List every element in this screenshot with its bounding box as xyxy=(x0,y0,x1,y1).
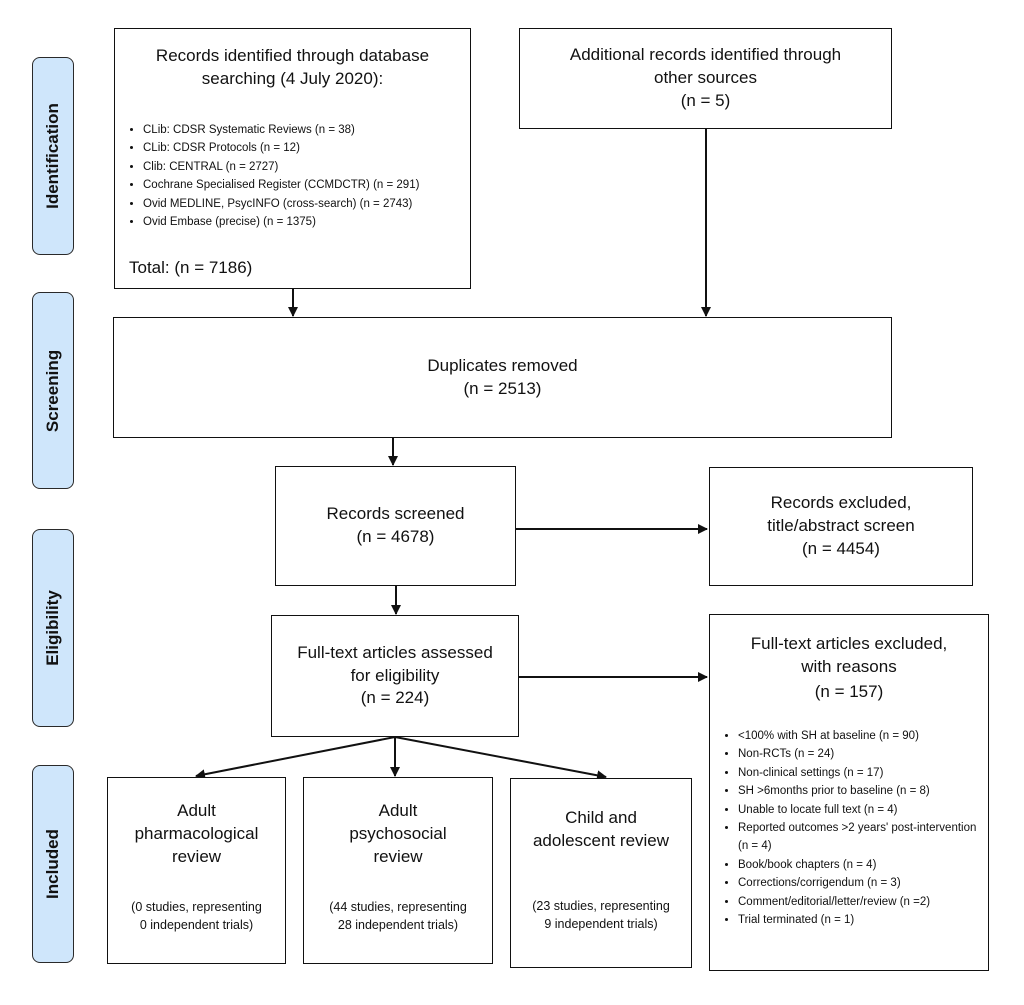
full-text-assessed-title: Full-text articles assessed for eligibil… xyxy=(297,642,493,685)
full-text-assessed-box: Full-text articles assessed for eligibil… xyxy=(271,615,519,737)
arrow-fulltext-to-child xyxy=(394,736,607,781)
records-excluded-box: Records excluded, title/abstract screen … xyxy=(709,467,973,586)
duplicates-removed-count: (n = 2513) xyxy=(463,378,542,398)
exclusion-reason-item: SH >6months prior to baseline (n = 8) xyxy=(738,782,982,800)
duplicates-removed-title: Duplicates removed xyxy=(427,355,578,375)
records-screened-count: (n = 4678) xyxy=(356,527,435,546)
stage-included: Included xyxy=(32,765,74,963)
full-text-excluded-box: Full-text articles excluded, with reason… xyxy=(709,614,989,971)
stage-screening: Screening xyxy=(32,292,74,489)
database-source-item: Ovid MEDLINE, PsycINFO (cross-search) (n… xyxy=(143,195,464,213)
additional-records-box: Additional records identified through ot… xyxy=(519,28,892,129)
adult-pharmacological-detail: (0 studies, representing 0 independent t… xyxy=(131,900,262,933)
adult-pharmacological-title: Adult pharmacological review xyxy=(134,801,259,866)
database-search-total: Total: (n = 7186) xyxy=(129,258,253,277)
exclusion-reason-item: Unable to locate full text (n = 4) xyxy=(738,801,982,819)
database-source-item: Clib: CENTRAL (n = 2727) xyxy=(143,158,464,176)
additional-records-title: Additional records identified through ot… xyxy=(569,45,842,88)
database-search-box: Records identified through database sear… xyxy=(114,28,471,289)
exclusion-reason-item: Trial terminated (n = 1) xyxy=(738,911,982,929)
adult-psychosocial-detail: (44 studies, representing 28 independent… xyxy=(329,900,467,933)
full-text-assessed-count: (n = 224) xyxy=(360,688,430,708)
stage-identification-label: Identification xyxy=(43,103,62,209)
full-text-excluded-count: (n = 157) xyxy=(814,682,884,701)
stage-included-label: Included xyxy=(43,829,62,899)
exclusion-reason-item: Non-clinical settings (n = 17) xyxy=(738,764,982,782)
records-excluded-title: Records excluded, title/abstract screen xyxy=(767,493,915,536)
stage-eligibility: Eligibility xyxy=(32,529,74,727)
exclusion-reasons-list: <100% with SH at baseline (n = 90)Non-RC… xyxy=(722,727,982,929)
adult-psychosocial-title: Adult psychosocial review xyxy=(349,801,447,866)
child-adolescent-box: Child and adolescent review (23 studies,… xyxy=(510,778,692,968)
exclusion-reason-item: <100% with SH at baseline (n = 90) xyxy=(738,727,982,745)
duplicates-removed-box: Duplicates removed (n = 2513) xyxy=(113,317,892,438)
exclusion-reason-item: Reported outcomes >2 years' post-interve… xyxy=(738,819,982,856)
stage-screening-label: Screening xyxy=(43,349,62,432)
exclusion-reason-item: Comment/editorial/letter/review (n =2) xyxy=(738,893,982,911)
adult-psychosocial-box: Adult psychosocial review (44 studies, r… xyxy=(303,777,493,964)
full-text-excluded-title: Full-text articles excluded, with reason… xyxy=(750,634,948,676)
database-sources-list: CLib: CDSR Systematic Reviews (n = 38)CL… xyxy=(127,121,464,231)
exclusion-reason-item: Corrections/corrigendum (n = 3) xyxy=(738,874,982,892)
exclusion-reason-item: Non-RCTs (n = 24) xyxy=(738,745,982,763)
adult-pharmacological-box: Adult pharmacological review (0 studies,… xyxy=(107,777,286,964)
database-source-item: CLib: CDSR Protocols (n = 12) xyxy=(143,139,464,157)
additional-records-count: (n = 5) xyxy=(680,90,731,110)
child-adolescent-title: Child and adolescent review xyxy=(532,808,670,850)
database-source-item: CLib: CDSR Systematic Reviews (n = 38) xyxy=(143,121,464,139)
database-search-title: Records identified through database sear… xyxy=(155,46,430,88)
exclusion-reason-item: Book/book chapters (n = 4) xyxy=(738,856,982,874)
stage-eligibility-label: Eligibility xyxy=(43,590,62,666)
records-screened-title: Records screened xyxy=(326,504,465,524)
records-excluded-count: (n = 4454) xyxy=(802,538,880,558)
arrow-fulltext-to-pharma xyxy=(195,736,396,780)
records-screened-box: Records screened (n = 4678) xyxy=(275,466,516,586)
database-source-item: Ovid Embase (precise) (n = 1375) xyxy=(143,213,464,231)
stage-identification: Identification xyxy=(32,57,74,255)
database-source-item: Cochrane Specialised Register (CCMDCTR) … xyxy=(143,176,464,194)
child-adolescent-detail: (23 studies, representing 9 independent … xyxy=(532,899,670,932)
